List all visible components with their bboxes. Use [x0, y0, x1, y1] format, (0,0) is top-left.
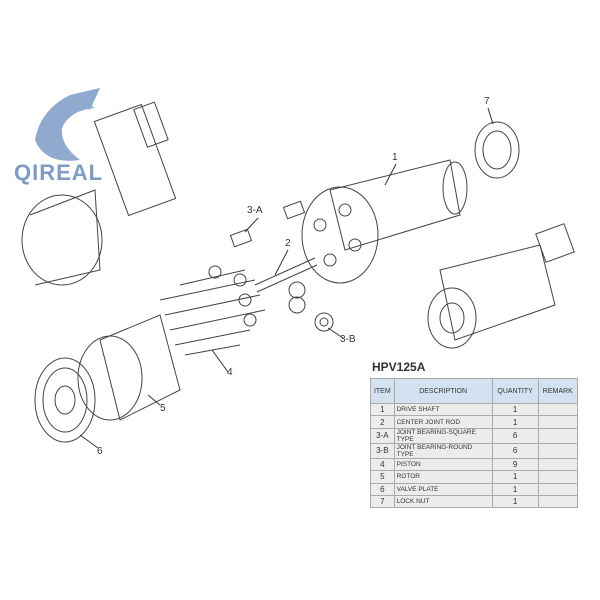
- pistons: [159, 265, 266, 356]
- cell-item: 3-A: [370, 427, 395, 444]
- callout-4: 4: [227, 367, 233, 378]
- cell-item: 6: [370, 482, 395, 496]
- lock-nut: [474, 121, 520, 179]
- brand-logo: QIREAL: [14, 160, 104, 185]
- rotor: [77, 314, 181, 421]
- header-remark: REMARK: [537, 378, 579, 404]
- cell-description: VALVE PLATE: [393, 482, 493, 496]
- cell-description: JOINT BEARING-ROUND TYPE: [393, 442, 493, 459]
- joint-bearings: [229, 200, 334, 332]
- cell-remark: [537, 470, 579, 484]
- cell-description: CENTER JOINT ROD: [393, 415, 493, 429]
- cell-description: JOINT BEARING-SQUARE TYPE: [393, 427, 493, 444]
- header-description: DESCRIPTION: [393, 378, 493, 404]
- leader-lines: [79, 107, 494, 449]
- callout-6: 6: [97, 446, 103, 457]
- cell-item: 4: [370, 457, 395, 472]
- cell-item: 3-B: [370, 442, 395, 459]
- valve-plate: [34, 357, 96, 443]
- cell-quantity: 9: [491, 457, 539, 472]
- callout-1: 1: [392, 152, 398, 163]
- cell-quantity: 1: [491, 494, 539, 509]
- cell-quantity: 1: [491, 402, 539, 417]
- cell-remark: [537, 482, 579, 496]
- cell-item: 5: [370, 470, 395, 484]
- cell-item: 2: [370, 415, 395, 429]
- cell-remark: [537, 494, 579, 509]
- cell-remark: [537, 442, 579, 459]
- callout-7: 7: [484, 96, 490, 107]
- cell-remark: [537, 402, 579, 417]
- callout-5: 5: [160, 403, 166, 414]
- callout-2: 2: [285, 238, 291, 249]
- cell-quantity: 1: [491, 470, 539, 484]
- cell-quantity: 6: [491, 442, 539, 459]
- cell-quantity: 6: [491, 427, 539, 444]
- callout-3b: 3-B: [340, 334, 356, 345]
- cell-remark: [537, 457, 579, 472]
- center-joint-rod: [254, 257, 318, 293]
- cell-description: PISTON: [393, 457, 493, 472]
- assembled-pump-left: [21, 101, 177, 286]
- parts-table-title: HPV125A: [372, 360, 426, 374]
- callout-3a: 3-A: [247, 205, 263, 216]
- drive-shaft: [301, 159, 468, 284]
- cell-quantity: 1: [491, 482, 539, 496]
- cell-quantity: 1: [491, 415, 539, 429]
- header-quantity: QUANTITY: [491, 378, 539, 404]
- cell-remark: [537, 415, 579, 429]
- cell-description: LOCK NUT: [393, 494, 493, 509]
- cell-description: ROTOR: [393, 470, 493, 484]
- cell-item: 7: [370, 494, 395, 509]
- assembled-pump-right: [427, 223, 575, 349]
- cell-remark: [537, 427, 579, 444]
- header-item: ITEM: [370, 378, 395, 404]
- logo-mark: [35, 88, 100, 161]
- cell-item: 1: [370, 402, 395, 417]
- cell-description: DRIVE SHAFT: [393, 402, 493, 417]
